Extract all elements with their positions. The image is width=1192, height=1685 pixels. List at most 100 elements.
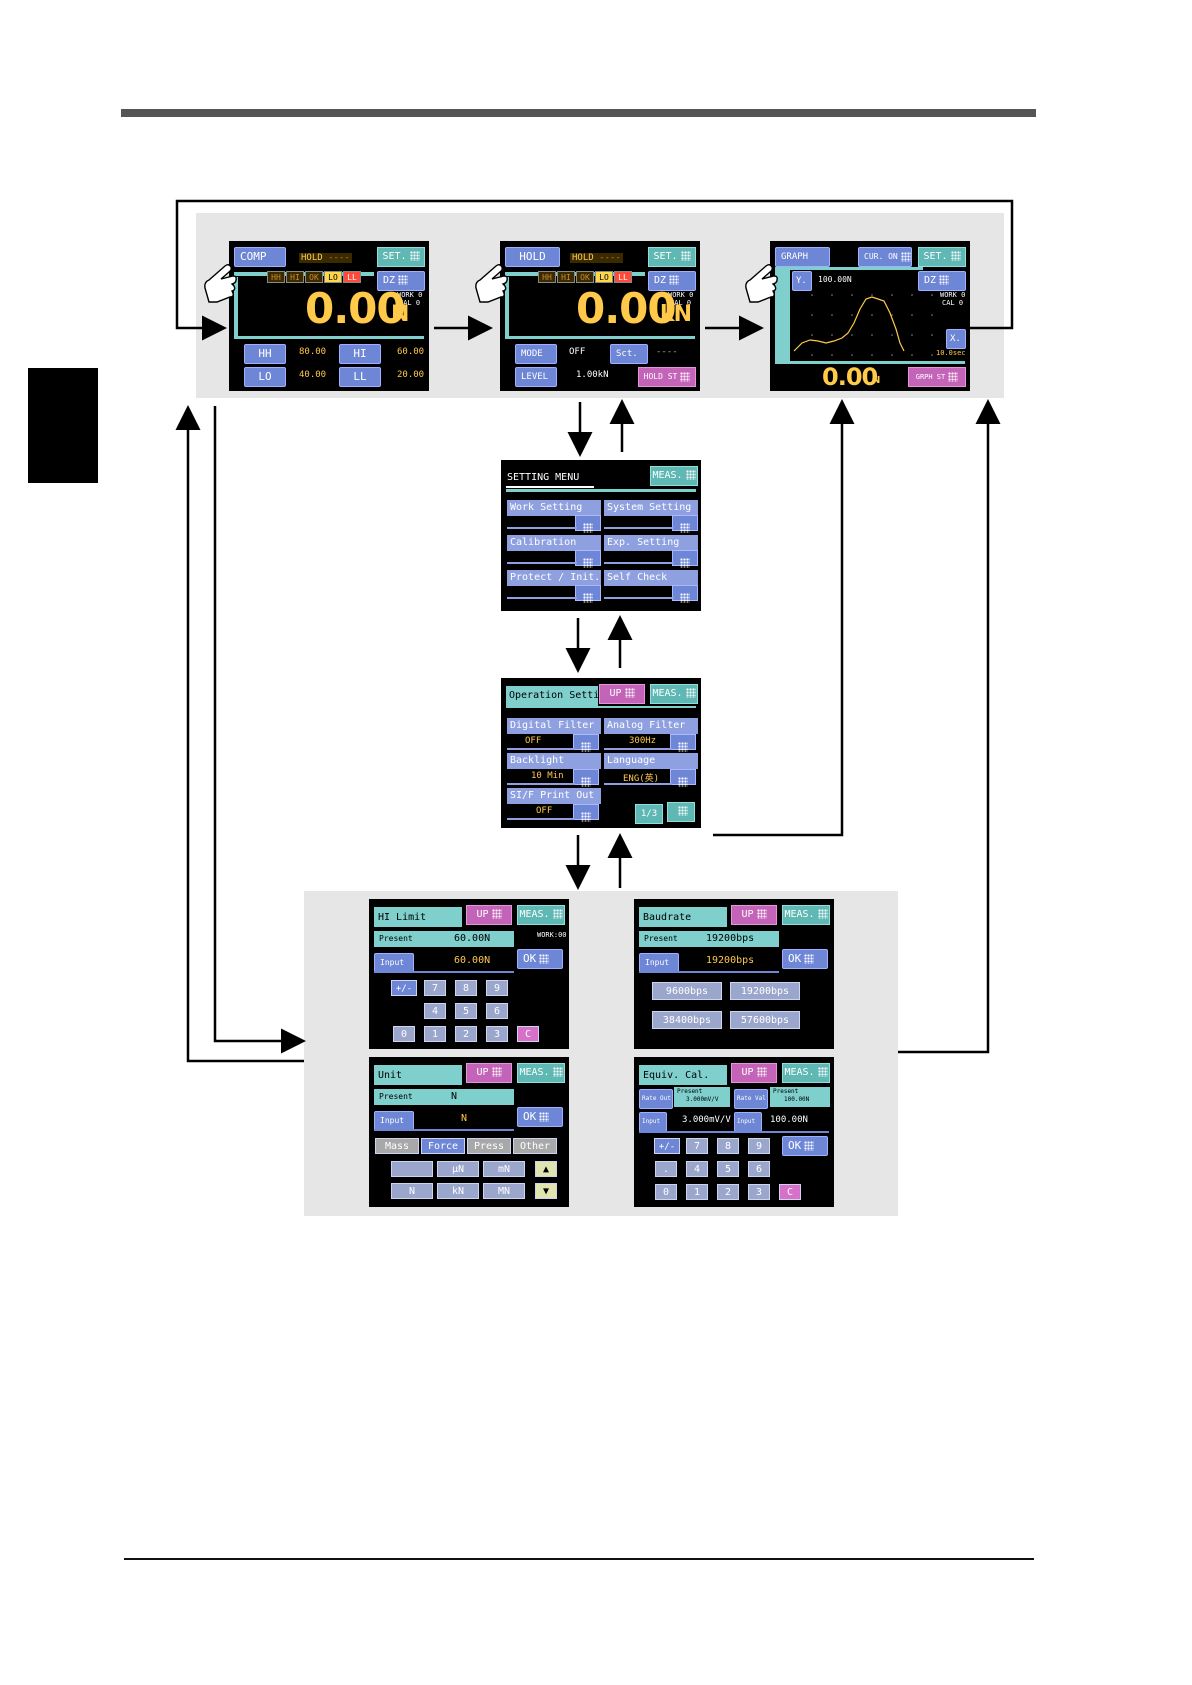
key-9[interactable]: 9 — [748, 1138, 770, 1154]
hold-st-button[interactable]: HOLD ST — [638, 367, 696, 387]
menu-protect-init-grid[interactable] — [575, 585, 601, 603]
meas-button[interactable]: MEAS. — [782, 1063, 830, 1083]
rated-val-button[interactable]: Rate Val — [734, 1089, 768, 1109]
key-7[interactable]: 7 — [686, 1138, 708, 1154]
up-button[interactable]: UP — [466, 905, 512, 925]
cursor-button[interactable]: CUR. ON — [858, 247, 912, 267]
key-clear[interactable]: C — [779, 1184, 801, 1200]
input-value: 19200bps — [706, 955, 755, 966]
graph-st-button[interactable]: GRPH ST — [908, 367, 966, 387]
mode-button[interactable]: MODE — [515, 344, 557, 364]
ok-button[interactable]: OK — [782, 949, 828, 969]
rated-out-button[interactable]: Rate Out — [639, 1089, 673, 1109]
key-3[interactable]: 3 — [748, 1184, 770, 1200]
meas-button[interactable]: MEAS. — [517, 1063, 565, 1083]
unit-button-micronewton[interactable]: μN — [437, 1161, 479, 1177]
menu-protect-init[interactable]: Protect / Init. — [507, 570, 601, 586]
key-8[interactable]: 8 — [455, 980, 477, 996]
key-3[interactable]: 3 — [486, 1026, 508, 1042]
meas-button[interactable]: MEAS. — [782, 905, 830, 925]
unit-button-meganewton[interactable]: MN — [483, 1183, 525, 1199]
menu-self-check[interactable]: Self Check — [604, 570, 698, 586]
backlight-grid[interactable] — [573, 769, 599, 787]
unit-tab-mass[interactable]: Mass — [375, 1138, 419, 1154]
hi-button[interactable]: HI — [339, 344, 381, 364]
analog-filter-grid[interactable] — [670, 734, 696, 752]
comp-mode-button[interactable]: COMP — [234, 247, 286, 267]
y-axis-button[interactable]: Y. — [792, 271, 812, 291]
unit-button-millinewton[interactable]: mN — [483, 1161, 525, 1177]
baud-57600-button[interactable]: 57600bps — [730, 1011, 800, 1029]
menu-system-setting[interactable]: System Setting — [604, 500, 698, 516]
sct-button[interactable]: Sct. — [610, 344, 648, 364]
meas-button[interactable]: MEAS. — [650, 466, 698, 486]
key-6[interactable]: 6 — [748, 1161, 770, 1177]
up-button[interactable]: UP — [731, 905, 777, 925]
menu-work-setting-grid[interactable] — [575, 515, 601, 533]
force-waveform-plot — [793, 294, 933, 356]
menu-system-setting-grid[interactable] — [672, 515, 698, 533]
level-button[interactable]: LEVEL — [515, 367, 557, 387]
key-2[interactable]: 2 — [717, 1184, 739, 1200]
grid-icon — [817, 909, 828, 919]
baud-38400-button[interactable]: 38400bps — [652, 1011, 722, 1029]
language-grid[interactable] — [670, 769, 696, 787]
up-button[interactable]: UP — [731, 1063, 777, 1083]
key-plus-minus[interactable]: +/- — [654, 1138, 680, 1154]
unit-tab-force[interactable]: Force — [421, 1138, 465, 1154]
key-9[interactable]: 9 — [486, 980, 508, 996]
x-axis-button[interactable]: X. — [946, 329, 966, 349]
baud-9600-button[interactable]: 9600bps — [652, 982, 722, 1000]
ok-button[interactable]: OK — [517, 949, 563, 969]
menu-self-check-grid[interactable] — [672, 585, 698, 603]
key-5[interactable]: 5 — [455, 1003, 477, 1019]
scroll-up-icon[interactable]: ▲ — [535, 1161, 557, 1177]
dz-button[interactable]: DZ — [648, 271, 696, 291]
key-4[interactable]: 4 — [424, 1003, 446, 1019]
key-clear[interactable]: C — [517, 1026, 539, 1042]
hh-button[interactable]: HH — [244, 344, 286, 364]
graph-mode-button[interactable]: GRAPH — [775, 247, 830, 267]
ok-button[interactable]: OK — [517, 1107, 563, 1127]
baud-19200-button[interactable]: 19200bps — [730, 982, 800, 1000]
key-6[interactable]: 6 — [486, 1003, 508, 1019]
ok-button[interactable]: OK — [782, 1136, 828, 1156]
key-0[interactable]: 0 — [393, 1026, 415, 1042]
menu-calibration-grid[interactable] — [575, 550, 601, 568]
scroll-down-icon[interactable]: ▼ — [535, 1183, 557, 1199]
menu-calibration[interactable]: Calibration — [507, 535, 601, 551]
dz-button[interactable]: DZ — [377, 271, 425, 291]
key-decimal[interactable]: . — [655, 1161, 677, 1177]
menu-work-setting[interactable]: Work Setting — [507, 500, 601, 516]
menu-exp-setting[interactable]: Exp. Setting — [604, 535, 698, 551]
set-button[interactable]: SET. — [377, 247, 425, 267]
up-button[interactable]: UP — [466, 1063, 512, 1083]
key-1[interactable]: 1 — [424, 1026, 446, 1042]
ll-button[interactable]: LL — [339, 367, 381, 387]
key-5[interactable]: 5 — [717, 1161, 739, 1177]
dz-button[interactable]: DZ — [918, 271, 966, 291]
unit-tab-other[interactable]: Other — [513, 1138, 557, 1154]
set-button[interactable]: SET. — [918, 247, 966, 267]
key-8[interactable]: 8 — [717, 1138, 739, 1154]
up-button[interactable]: UP — [599, 684, 645, 704]
key-plus-minus[interactable]: +/- — [391, 980, 417, 996]
key-2[interactable]: 2 — [455, 1026, 477, 1042]
digital-filter-grid[interactable] — [573, 734, 599, 752]
menu-exp-setting-grid[interactable] — [672, 550, 698, 568]
key-1[interactable]: 1 — [686, 1184, 708, 1200]
sif-print-grid[interactable] — [573, 804, 599, 822]
unit-button-blank[interactable] — [391, 1161, 433, 1177]
unit-button-kilonewton[interactable]: kN — [437, 1183, 479, 1199]
key-7[interactable]: 7 — [424, 980, 446, 996]
unit-tab-press[interactable]: Press — [467, 1138, 511, 1154]
key-4[interactable]: 4 — [686, 1161, 708, 1177]
hold-mode-button[interactable]: HOLD — [505, 247, 560, 267]
lo-button[interactable]: LO — [244, 367, 286, 387]
meas-button[interactable]: MEAS. — [650, 684, 698, 704]
meas-button[interactable]: MEAS. — [517, 905, 565, 925]
key-0[interactable]: 0 — [655, 1184, 677, 1200]
unit-button-newton[interactable]: N — [391, 1183, 433, 1199]
set-button[interactable]: SET. — [648, 247, 696, 267]
next-page-button[interactable] — [667, 802, 695, 822]
